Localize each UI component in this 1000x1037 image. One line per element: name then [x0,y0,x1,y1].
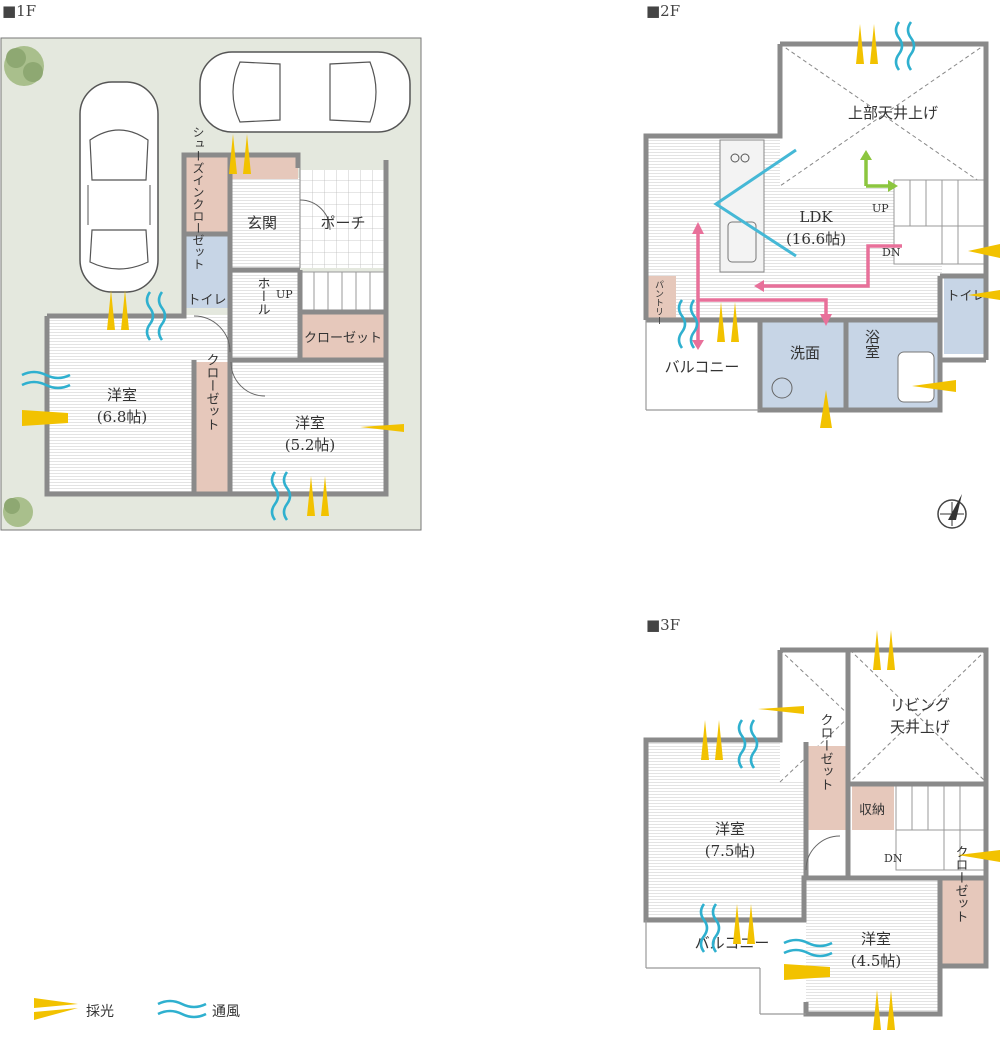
closet-fill [232,155,298,179]
porch-tiles [300,170,386,268]
label-toilet: トイレ [187,293,226,308]
label-ldk-size: (16.6帖) [786,230,846,248]
label-balcony: バルコニー [695,934,770,952]
label-hall: ホール [255,277,270,316]
label-dn: DN [884,852,903,865]
wash-fill [760,320,846,410]
light-arrow-icon [360,424,404,432]
label-shoes-closet-1: シューズインクローゼット [191,126,205,270]
closet-fill [184,155,230,233]
room-floor [232,270,300,360]
closet-fill [940,880,984,966]
stairs [299,271,387,313]
shrub-icon [3,497,33,527]
label-western-a: 洋室 [715,820,745,838]
light-arrow-icon [958,850,1000,862]
room-floor [231,362,385,494]
pantry-fill [648,276,676,318]
kitchen-line [713,148,797,258]
legend-wind-icon [157,999,207,1019]
legend-light-icon [34,998,78,1020]
label-storage: 収納 [859,803,885,818]
door-swing [299,199,331,231]
label-western-b: 洋室 [295,414,325,432]
floor-3f: ■3F リビング 天井上げ [643,616,1000,1030]
label-living-ceiling-a: リビング [890,696,950,714]
label-living-ceiling-b: 天井上げ [890,718,950,736]
legend-wind-label: 通風 [212,1004,240,1020]
label-closet-b: クローゼット [953,845,969,923]
ceiling-area [780,44,986,186]
shrub-icon [4,46,44,86]
storage-fill [852,786,894,830]
door-swing [193,315,231,353]
floor-2f-header: ■2F [646,2,680,20]
label-dn: DN [882,246,901,259]
label-western-a-size: (6.8帖) [97,408,148,426]
label-balcony: バルコニー [665,358,740,376]
label-closet-b: クローゼット [204,353,220,431]
room-floor [232,178,300,270]
floor-1f-header: ■1F [2,2,36,20]
light-arrow-icon [912,380,956,392]
door-swing [230,361,266,397]
closet-fill [300,314,386,358]
label-ldk: LDK [799,208,833,226]
light-arrow-icon [968,290,1000,300]
label-western-b-size: (4.5帖) [851,952,902,970]
label-closet-a: クローゼット [818,713,834,791]
door-swing [805,835,841,871]
label-washroom: 洗面 [790,344,820,362]
floor-2f: ■2F [643,2,1000,529]
closet-fill [196,362,228,492]
label-porch: ポーチ [320,214,365,232]
label-western-a-size: (7.5帖) [705,842,756,860]
label-western-a: 洋室 [107,386,137,404]
kitchen-counter [719,139,765,273]
label-bath: 浴室 [863,329,881,359]
floor-3f-header: ■3F [646,616,680,634]
label-up: UP [872,202,889,215]
label-western-b-size: (5.2帖) [285,436,336,454]
light-arrow-icon [820,390,832,428]
toilet-fill [944,278,984,354]
label-ceiling: 上部天井上げ [848,104,938,122]
room-floor [646,742,806,920]
label-closet-a: クローゼット [304,331,382,346]
car-icon [79,81,159,293]
label-up: UP [276,288,293,301]
walls-2f [643,41,989,413]
label-pantry: パントリー [653,280,664,325]
toilet-fill [184,236,230,308]
car-icon [199,51,411,133]
floor-1f: ■1F [0,2,422,531]
legend: 採光 通風 [34,998,240,1020]
legend-light-label: 採光 [86,1004,114,1020]
label-entrance: 玄関 [247,214,277,232]
label-toilet: トイレ [946,289,985,304]
closet-fill [808,746,846,830]
light-arrow-icon [758,706,804,714]
walls-3f [643,647,989,1017]
light-arrow-icon [968,244,1000,258]
label-western-b: 洋室 [861,930,891,948]
flow-arrow-icon [760,244,902,288]
compass-icon [937,494,967,529]
flow-arrow-icon [696,232,828,318]
walls-1f [44,152,389,497]
